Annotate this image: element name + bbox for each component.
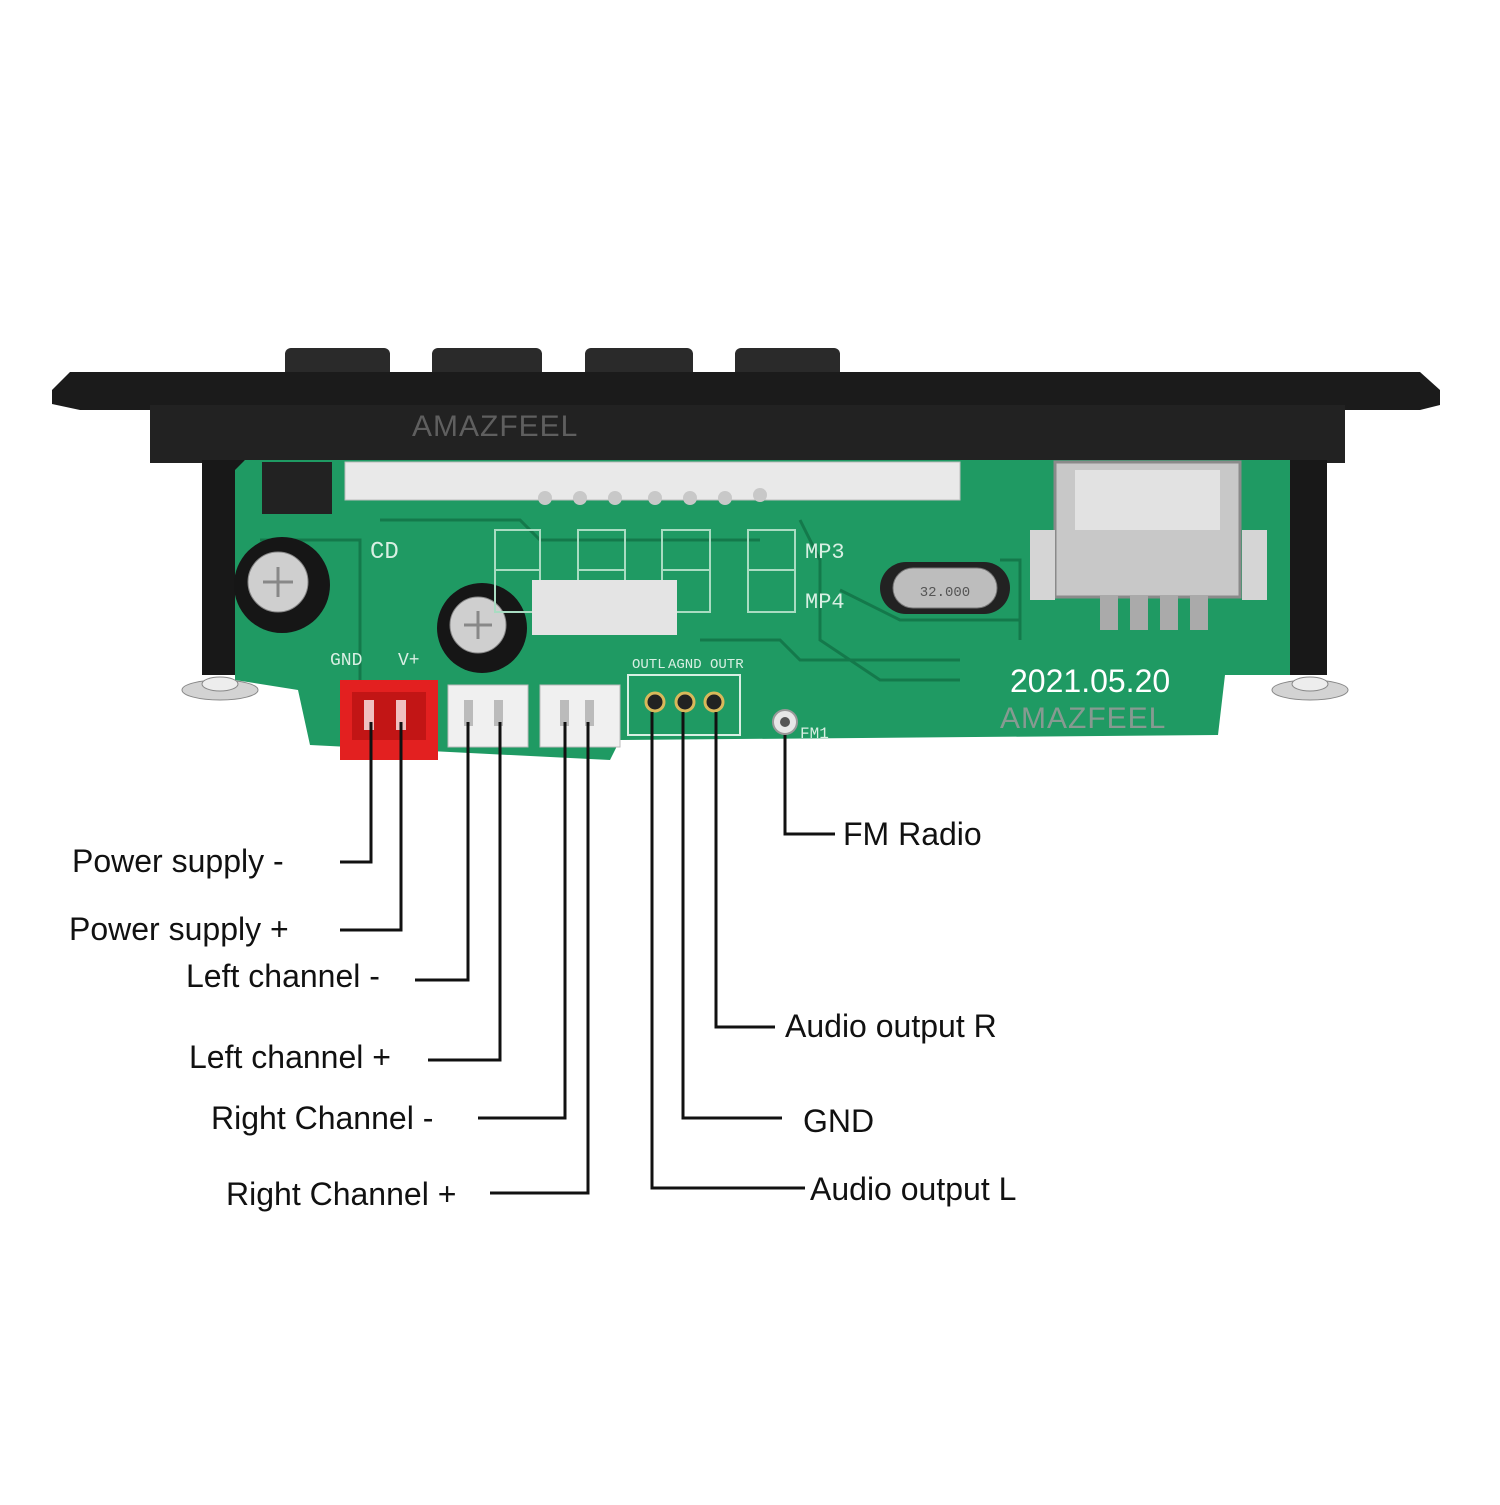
regulator [262,462,332,514]
label-audio-l: Audio output L [810,1171,1017,1207]
capacitor-2 [437,583,527,673]
crystal: 32.000 [880,562,1010,614]
leader-right-plus [490,722,590,1195]
label-gnd: GND [803,1103,875,1139]
label-fm-radio: FM Radio [843,816,982,852]
screw-right [1271,676,1349,701]
label-power-minus: Power supply - [72,843,284,879]
usb-port [1030,460,1267,630]
leader-fm [783,735,835,836]
leader-left-minus [415,722,470,982]
leader-power-plus [340,722,403,932]
label-power-plus: Power supply + [69,911,289,947]
bracket-right [1285,460,1327,675]
leader-audio-r [714,712,775,1029]
leader-gnd [681,712,782,1120]
front-buttons [285,348,840,378]
faceplate-lower [150,405,1345,463]
crystal-label: 32.000 [920,585,970,601]
leader-right-minus [478,722,567,1120]
silk-mp4: MP4 [805,590,845,615]
label-left-plus: Left channel + [189,1039,391,1075]
watermark-board: AMAZFEEL [1000,702,1167,735]
silk-outr: OUTR [710,657,744,673]
front-button-4 [735,348,840,378]
leader-audio-l [650,712,805,1190]
power-connector [340,680,438,760]
silk-outl: OUTL [632,657,666,673]
leader-lines [340,712,835,1195]
board-date: 2021.05.20 [1010,663,1170,699]
audio-output-header [627,674,741,736]
capacitor-1 [234,537,330,633]
front-button-3 [585,348,693,378]
silk-vplus: V+ [398,651,420,671]
pin-header [538,488,767,505]
silk-cd: CD [370,539,399,566]
left-channel-connector [447,684,529,748]
label-right-plus: Right Channel + [226,1176,457,1212]
front-button-1 [285,348,390,378]
leader-power-minus [340,722,373,864]
front-button-2 [432,348,542,378]
faceplate [52,372,1440,410]
decoder-chip [532,580,677,635]
fm-pad [772,709,798,735]
screw-left [181,676,259,701]
label-right-minus: Right Channel - [211,1100,434,1136]
watermark-top: AMAZFEEL [412,410,579,443]
silk-agnd: AGND [668,657,702,673]
silk-mp3: MP3 [805,540,845,565]
silk-gnd: GND [330,651,362,671]
silk-fm: FM1 [800,725,829,743]
leader-left-plus [428,722,502,1062]
label-left-minus: Left channel - [186,958,380,994]
right-channel-connector [539,684,621,748]
label-audio-r: Audio output R [785,1008,997,1044]
